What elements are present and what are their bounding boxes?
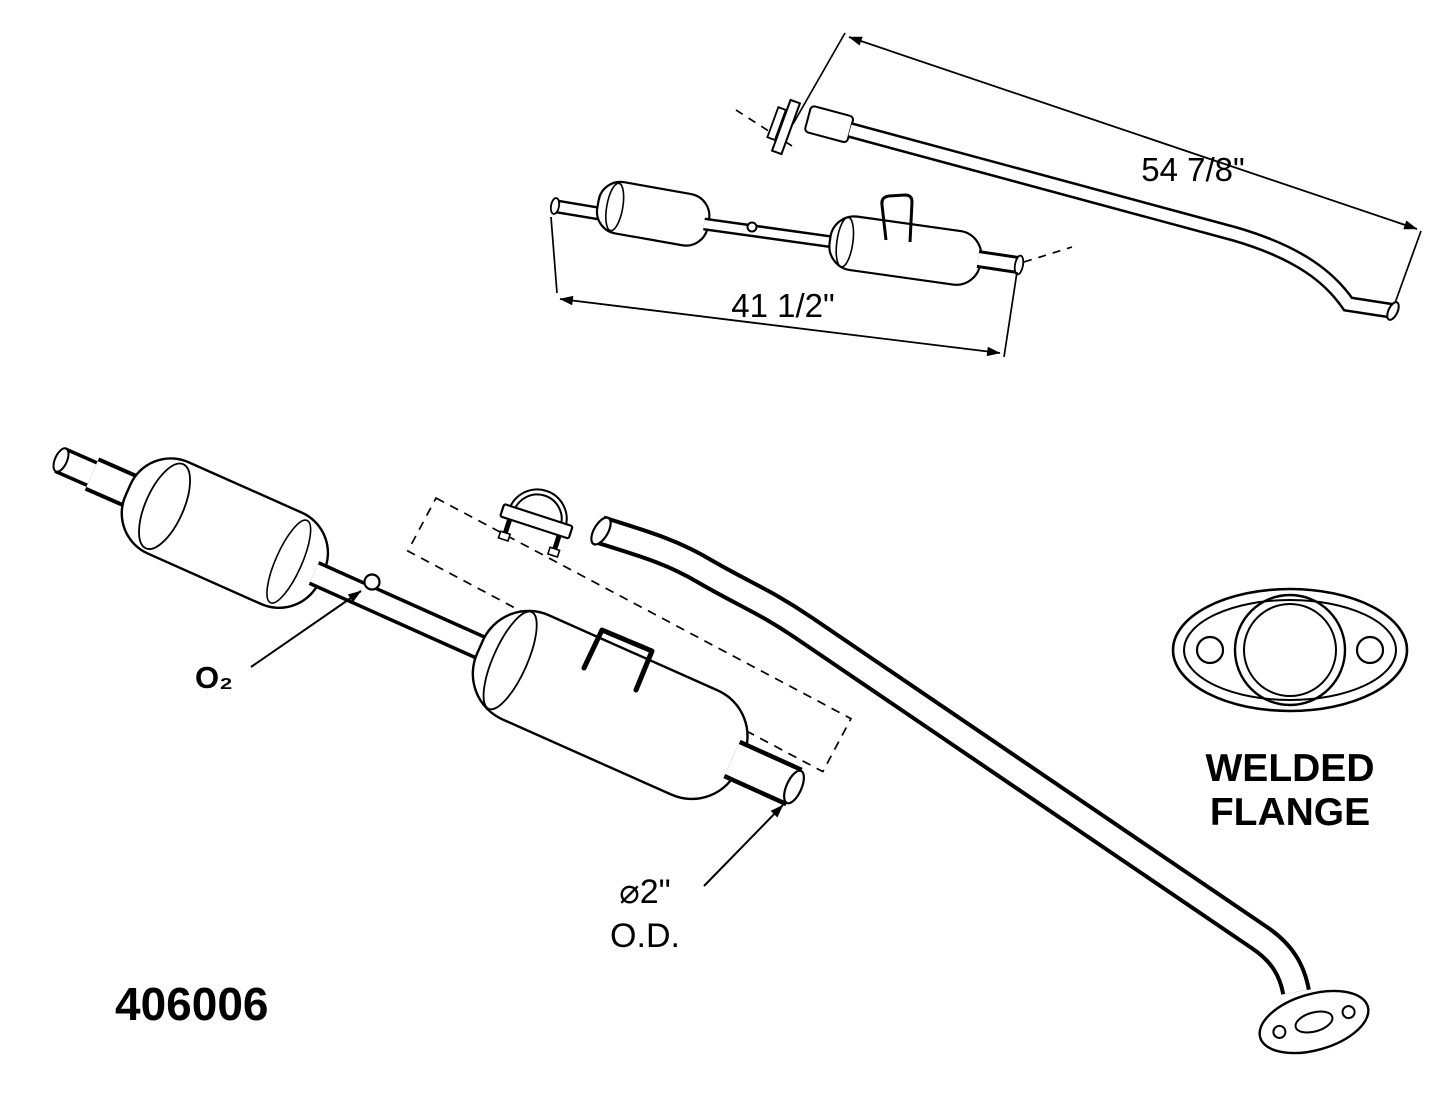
schematic-outlet-stub: [978, 259, 1018, 265]
catalytic-converter-body: [120, 457, 330, 610]
schematic-inlet-opening: [549, 197, 561, 215]
outlet-od-callout: ⌀2" O.D.: [610, 804, 784, 955]
main-assembly-drawing: [50, 444, 1370, 1055]
schematic-o2-bung: [746, 221, 758, 233]
flange-face-drawing: [1171, 587, 1409, 713]
inlet-coupler: [804, 105, 854, 144]
dimension-line: [848, 36, 1418, 230]
joint-dashed-line: [1023, 246, 1073, 263]
dimension-front-pipe-label: 41 1/2": [731, 287, 834, 324]
schematic-resonator-body: [828, 215, 983, 286]
dimension-front-pipe: 41 1/2": [550, 216, 1018, 358]
extension-line: [1394, 230, 1422, 304]
tailpipe-tip-opening: [1386, 301, 1400, 321]
outlet-opening: [783, 769, 805, 805]
part-number: 406006: [115, 978, 269, 1030]
leader-line: [250, 590, 362, 668]
o2-sensor-bung: [363, 573, 381, 591]
alignment-dashed-box: [406, 496, 853, 773]
exhaust-clamp: [497, 488, 574, 559]
leader-line: [703, 804, 784, 887]
schematic-inlet-pipe: [554, 206, 602, 214]
dimension-tailpipe: 54 7/8": [792, 32, 1422, 304]
tailpipe-inlet-opening: [590, 516, 612, 546]
converter-schematic: [549, 180, 1073, 286]
welded-flange-label-line1: WELDED: [1206, 747, 1375, 790]
inlet-opening: [52, 447, 70, 473]
schematic-hanger-bracket: [880, 193, 914, 243]
hanger-rod: [581, 627, 655, 693]
tailpipe-end-flange: [1258, 989, 1370, 1055]
extension-line: [550, 216, 558, 294]
o2-callout: O₂: [195, 590, 362, 695]
outlet-od-label: O.D.: [610, 917, 680, 955]
mid-pipe: [314, 573, 486, 650]
extension-line: [1003, 271, 1018, 358]
o2-label: O₂: [195, 660, 233, 695]
welded-flange-detail: WELDED FLANGE: [1171, 587, 1409, 834]
tailpipe-schematic: [735, 98, 1401, 321]
outlet-stub: [732, 759, 794, 787]
dimension-tailpipe-label: 54 7/8": [1141, 151, 1244, 188]
joint-dashed-line: [735, 109, 793, 147]
resonator-body: [471, 609, 749, 801]
outlet-diameter-label: ⌀2": [619, 873, 670, 911]
extension-line: [792, 32, 846, 125]
tailpipe-schematic-tube: [850, 130, 1393, 311]
schematic-mid-pipe: [704, 224, 840, 243]
welded-flange-label-line2: FLANGE: [1210, 791, 1370, 834]
inlet-flange-bracket: [766, 98, 802, 156]
schematic-converter-body: [595, 180, 711, 247]
dimension-line: [559, 295, 1001, 357]
inlet-pipe: [60, 460, 133, 492]
